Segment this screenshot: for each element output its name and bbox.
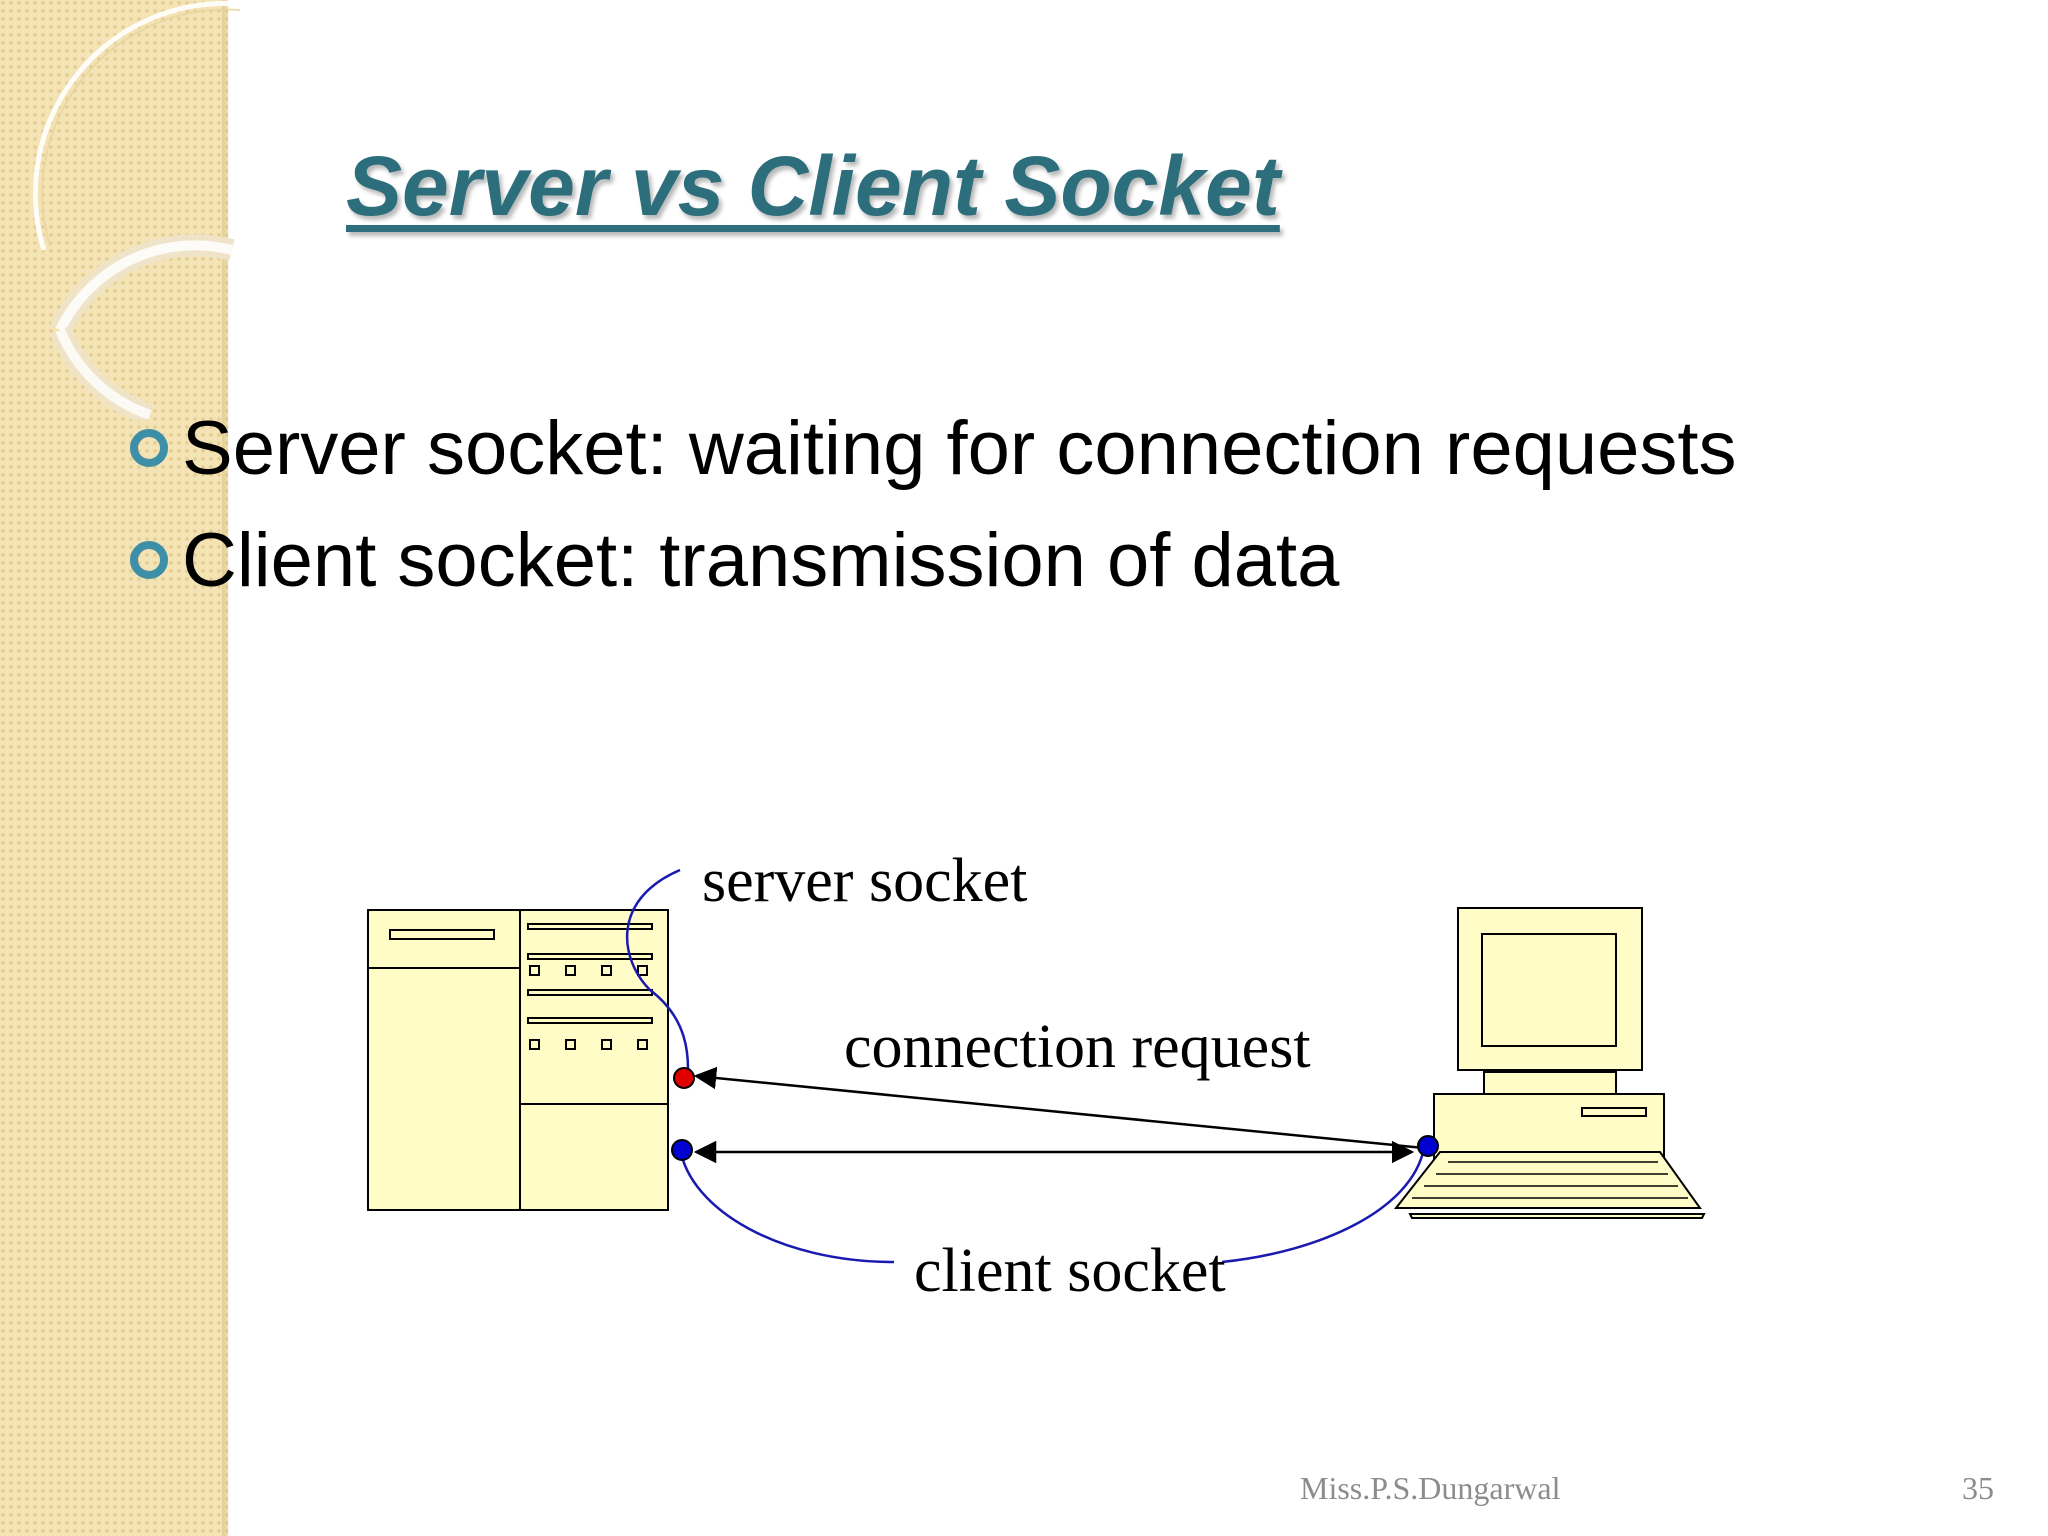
title-block: Server vs Client Socket — [346, 138, 1280, 235]
server-socket-label: server socket — [702, 847, 1028, 915]
server-socket-callout-line — [625, 868, 690, 1073]
ring-bullet-icon — [130, 429, 168, 467]
server-socket-dot — [673, 1067, 695, 1089]
client-socket-dot-client-side — [1417, 1135, 1439, 1157]
page-number: 35 — [1962, 1470, 1994, 1506]
strip-edge-shadow — [222, 0, 230, 1536]
connection-request-arrow — [693, 1066, 1425, 1150]
bullet-list: Server socket: waiting for connection re… — [130, 392, 1737, 616]
server-machine-icon — [367, 909, 669, 1211]
bullet-item: Client socket: transmission of data — [130, 504, 1737, 616]
bullet-text: Client socket: transmission of data — [182, 517, 1340, 603]
bullet-text: Server socket: waiting for connection re… — [182, 405, 1737, 491]
bullet-item: Server socket: waiting for connection re… — [130, 392, 1737, 504]
client-socket-callout-left — [678, 1147, 895, 1264]
decorative-rings — [32, 0, 240, 420]
ring-bullet-icon — [130, 541, 168, 579]
client-computer-icon — [1393, 907, 1706, 1219]
client-socket-label: client socket — [914, 1237, 1226, 1305]
client-socket-callout-right — [1221, 1147, 1426, 1264]
client-socket-dot-server-side — [671, 1139, 693, 1161]
footer-author: Miss.P.S.Dungarwal — [1300, 1470, 1561, 1506]
slide-title: Server vs Client Socket — [346, 139, 1280, 233]
connection-request-label: connection request — [844, 1013, 1311, 1081]
